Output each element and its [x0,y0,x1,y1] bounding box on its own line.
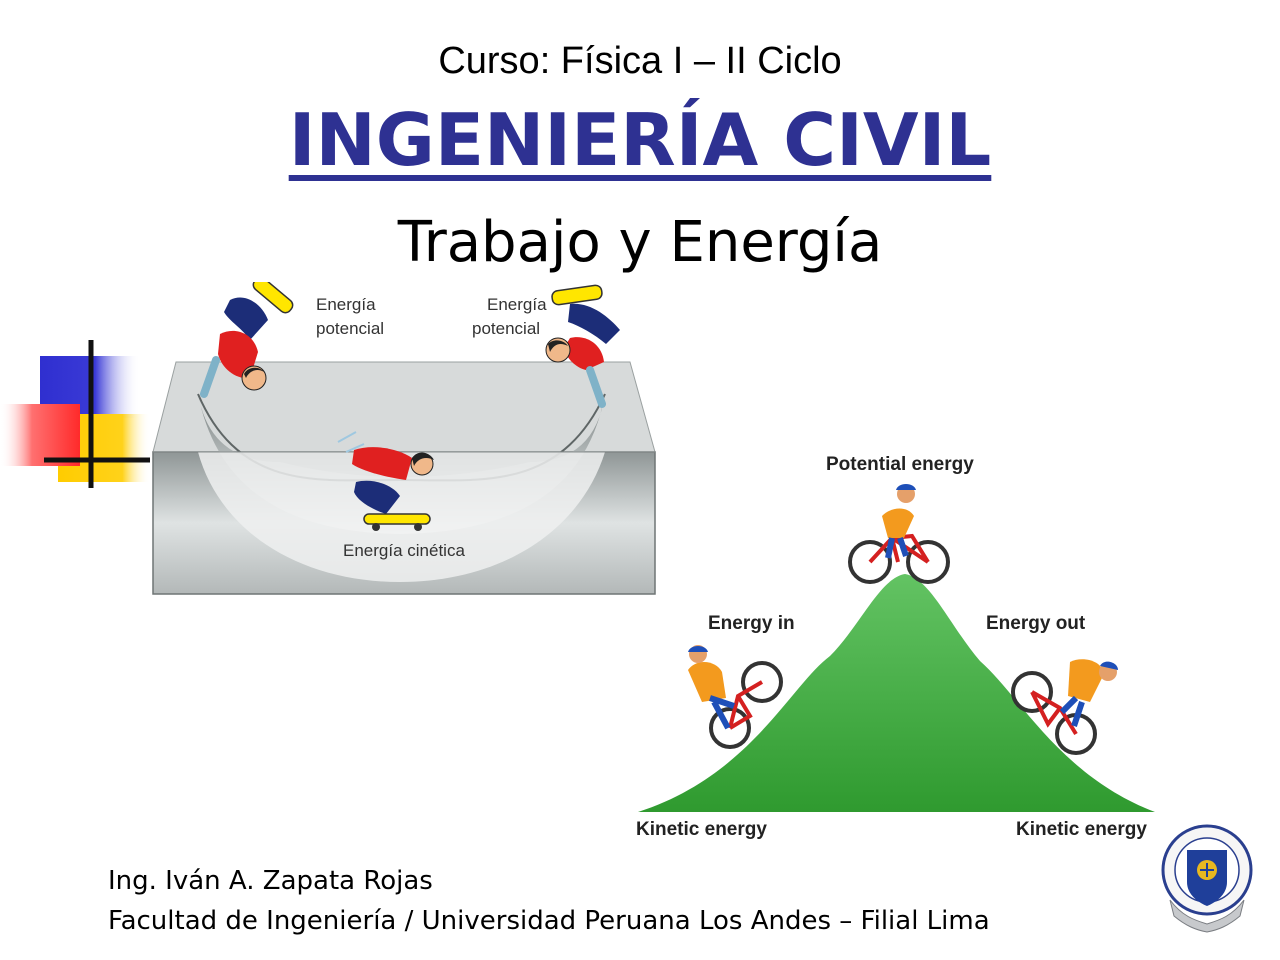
label-energia-potencial-right-2: potencial [472,319,540,338]
course-line: Curso: Física I – II Ciclo [438,40,842,82]
label-energia-potencial-left-1: Energía [316,295,376,314]
cyclist-top [848,484,950,584]
affiliation-line: Facultad de Ingeniería / Universidad Per… [108,906,990,936]
skater-left [200,276,294,398]
label-kinetic-energy-left: Kinetic energy [636,819,767,840]
halfpipe-illustration: Energía potencial Energía potencial Ener… [150,276,660,600]
label-potential-energy: Potential energy [826,454,974,475]
topic-title: Trabajo y Energía [397,210,883,275]
label-energia-potencial-right-1: Energía [487,295,547,314]
label-energia-potencial-left-2: potencial [316,319,384,338]
skater-bottom [337,431,434,531]
skater-right [545,284,620,408]
bike-hill-illustration: Potential energy Energy in Energy out Ki… [630,446,1170,846]
cyclist-energy-out [1011,659,1118,755]
university-seal-icon [1160,820,1254,934]
label-energy-in: Energy in [708,613,795,634]
cyclist-energy-in [688,645,783,749]
decorative-squares [0,340,150,490]
label-kinetic-energy-right: Kinetic energy [1016,819,1147,840]
label-energia-cinetica: Energía cinética [343,541,465,560]
label-energy-out: Energy out [986,613,1086,634]
program-title: INGENIERÍA CIVIL [288,98,992,182]
author-line: Ing. Iván A. Zapata Rojas [108,866,433,896]
